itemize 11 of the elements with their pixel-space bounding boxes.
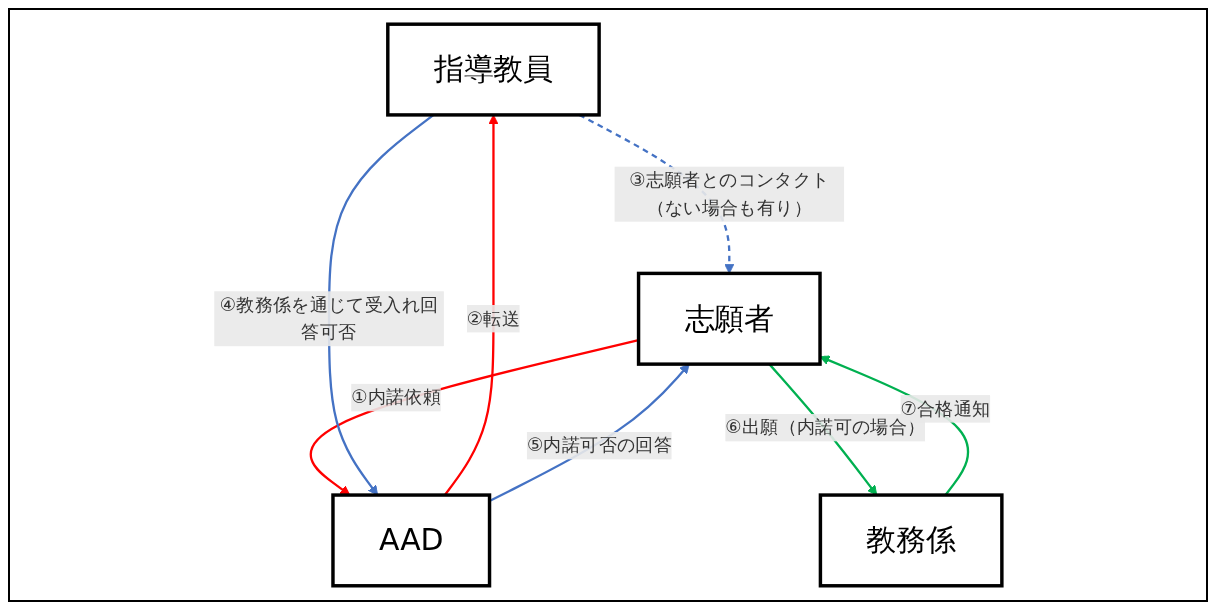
node-box: AAD — [331, 493, 492, 588]
node-box: 教務係 — [818, 493, 1004, 588]
arrow — [443, 114, 499, 496]
edge-label: ①内諾依頼 — [351, 386, 442, 408]
node-box: 志願者 — [636, 271, 822, 366]
edge-label: ⑤内諾可否の回答 — [526, 434, 673, 457]
edge-label: ④教務係を通じて受入れ回答可否 — [219, 293, 439, 343]
edge-label: ⑦合格通知 — [900, 397, 991, 420]
edge-label: ②転送 — [466, 307, 521, 330]
node-box: 指導教員 — [386, 22, 601, 117]
edge-label: ③志願者とのコンタクト（ない場合も有り） — [629, 168, 830, 219]
